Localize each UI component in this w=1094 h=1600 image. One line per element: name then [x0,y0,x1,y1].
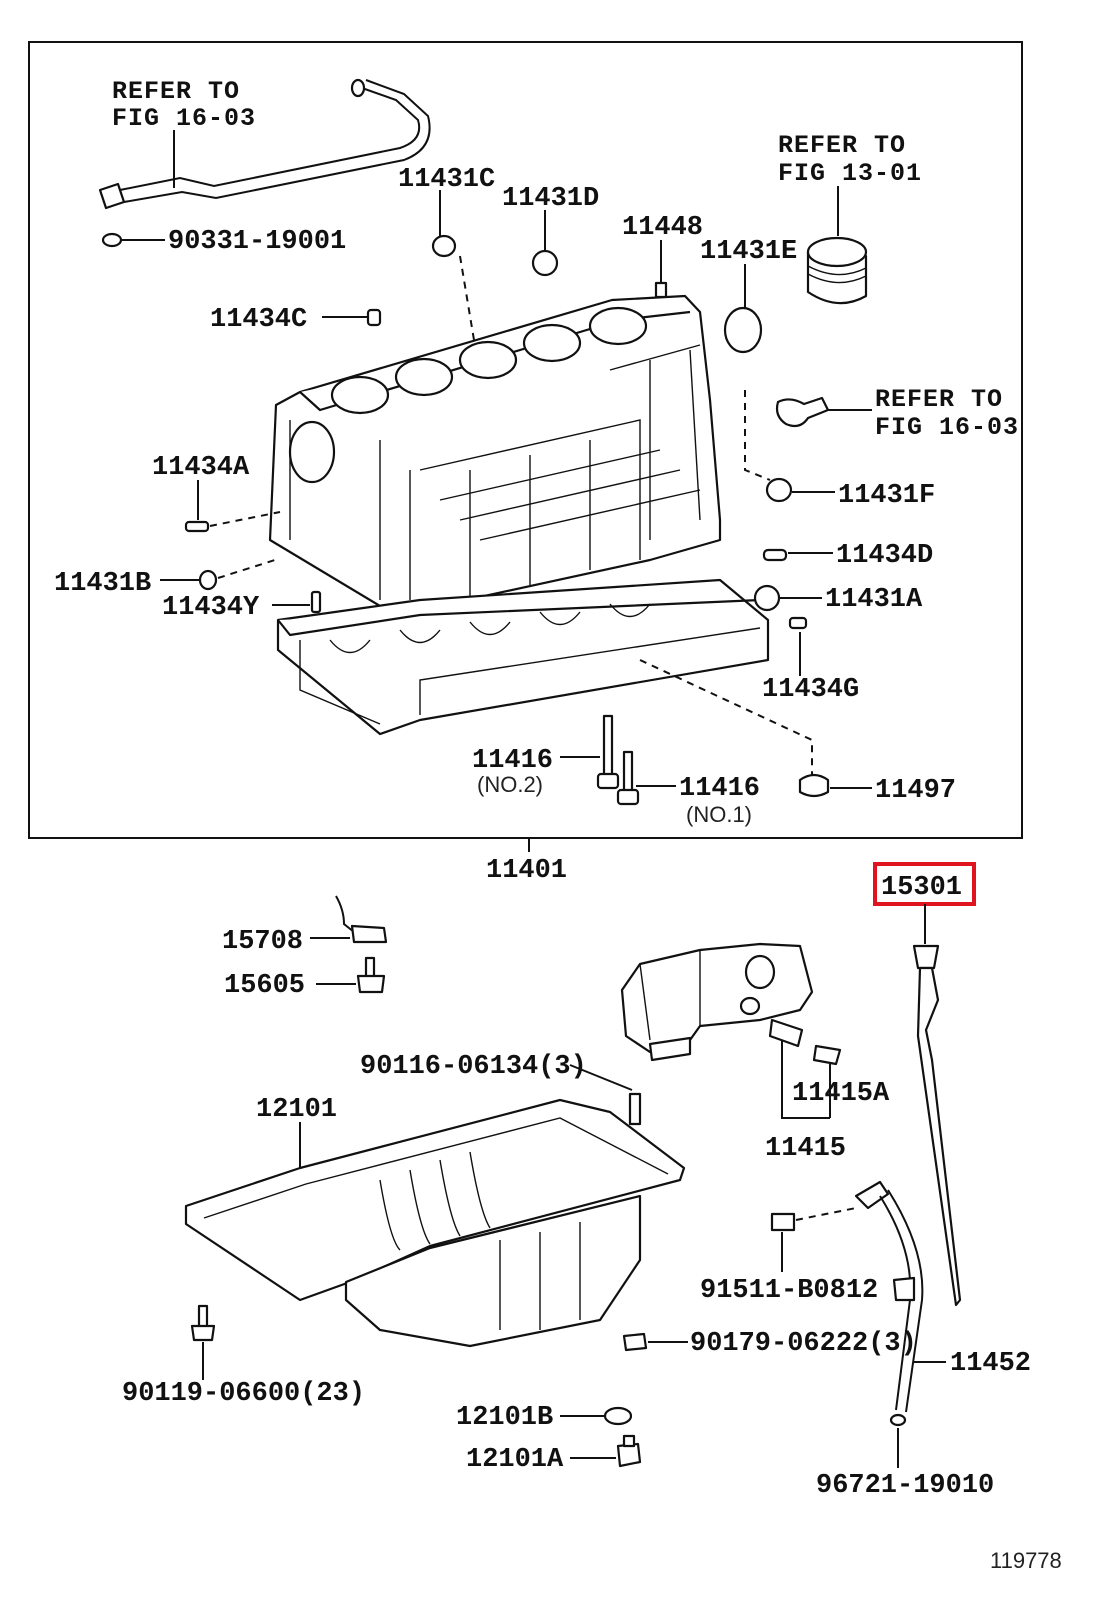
oil-pan-12101-drawing [184,1098,686,1348]
label-11431F[interactable]: 11431F [838,481,935,511]
engine-block-group-frame [28,41,1023,839]
label-91511-B0812[interactable]: 91511-B0812 [700,1276,878,1306]
pin-11434A-drawing [184,520,210,533]
plug-11431E-drawing [723,306,763,354]
oil-level-sensor-15708-drawing [335,895,388,944]
dipstick-guide-11452-drawing [854,1180,946,1468]
label-11497[interactable]: 11497 [875,776,956,806]
ref-fig-16-03-right-line1[interactable]: REFER TO [875,385,1003,414]
label-11415[interactable]: 11415 [765,1134,846,1164]
bolt-15605-drawing [356,956,386,994]
drain-plug-12101A-drawing [616,1434,642,1468]
ref-fig-16-03-top-line2[interactable]: FIG 16-03 [112,104,256,133]
label-12101B[interactable]: 12101B [456,1403,553,1433]
pin-11448-drawing [654,281,668,299]
gasket-12101B-drawing [603,1406,633,1426]
bolt-90119-drawing [190,1304,216,1380]
plug-11431F-drawing [765,477,793,503]
label-11431B[interactable]: 11431B [54,569,151,599]
plug-11415A-drawing [812,1044,842,1066]
label-90116-06134[interactable]: 90116-06134(3) [360,1052,587,1082]
plug-11431D-drawing [531,249,559,277]
ref-fig-13-01-line2[interactable]: FIG 13-01 [778,159,922,188]
ref-fig-16-03-right-line2[interactable]: FIG 16-03 [875,413,1019,442]
union-fitting-drawing [775,396,872,428]
plug-11431C-drawing [431,234,457,258]
oil-pressure-switch-11415-drawing [768,1018,831,1119]
label-11416-no1-note: (NO.1) [686,802,752,827]
pin-11434G-drawing [788,616,808,630]
oil-pipe-drawing [98,78,431,210]
label-11434A[interactable]: 11434A [152,453,250,483]
bolt-11416-no1-drawing [616,750,640,806]
label-11434G[interactable]: 11434G [762,675,859,705]
stud-90116-drawing [628,1092,642,1126]
pin-11434D-drawing [762,548,788,562]
label-11434Y[interactable]: 11434Y [162,593,260,623]
lower-crankcase-drawing [276,578,770,736]
label-11416-no1[interactable]: 11416 [679,774,760,804]
label-11448[interactable]: 11448 [622,213,703,243]
label-15301[interactable]: 15301 [881,873,962,903]
label-11401[interactable]: 11401 [486,856,567,886]
label-90119-06600[interactable]: 90119-06600(23) [122,1379,365,1409]
label-11416-no2-note: (NO.2) [477,772,543,797]
piston-drawing [806,186,868,305]
plug-11431B-drawing [198,569,218,591]
label-90179-06222[interactable]: 90179-06222(3) [690,1329,917,1359]
label-90331-19001[interactable]: 90331-19001 [168,227,346,257]
diagram-id: 119778 [990,1548,1062,1573]
dipstick-15301-drawing [912,904,962,1307]
guide-line-11431E [744,390,771,481]
label-11431C[interactable]: 11431C [398,165,495,195]
bolt-11416-no2-drawing [596,714,620,790]
label-15708[interactable]: 15708 [222,927,303,957]
seal-11497-drawing [798,773,830,798]
pin-11434C-drawing [366,308,382,327]
label-11416-no2[interactable]: 11416 [472,746,553,776]
bolt-91511-drawing [770,1207,857,1272]
label-11431E[interactable]: 11431E [700,237,797,267]
cylinder-block-drawing [268,294,722,614]
label-11415A[interactable]: 11415A [792,1079,890,1109]
label-11431A[interactable]: 11431A [825,585,923,615]
washer-90331-drawing [101,232,165,248]
ref-fig-16-03-top-line1[interactable]: REFER TO [112,77,240,106]
oil-pump-housing-drawing [620,942,814,1062]
label-11434C[interactable]: 11434C [210,305,307,335]
nut-90179-drawing [622,1332,648,1352]
pin-11434Y-drawing [310,590,322,614]
label-11452[interactable]: 11452 [950,1349,1031,1379]
label-15605[interactable]: 15605 [224,971,305,1001]
label-96721-19010[interactable]: 96721-19010 [816,1471,994,1501]
label-12101[interactable]: 12101 [256,1095,337,1125]
plug-11431A-drawing [753,584,781,612]
ref-fig-13-01-line1[interactable]: REFER TO [778,131,906,160]
label-12101A[interactable]: 12101A [466,1445,564,1475]
label-11434D[interactable]: 11434D [836,541,933,571]
label-11431D[interactable]: 11431D [502,184,599,214]
